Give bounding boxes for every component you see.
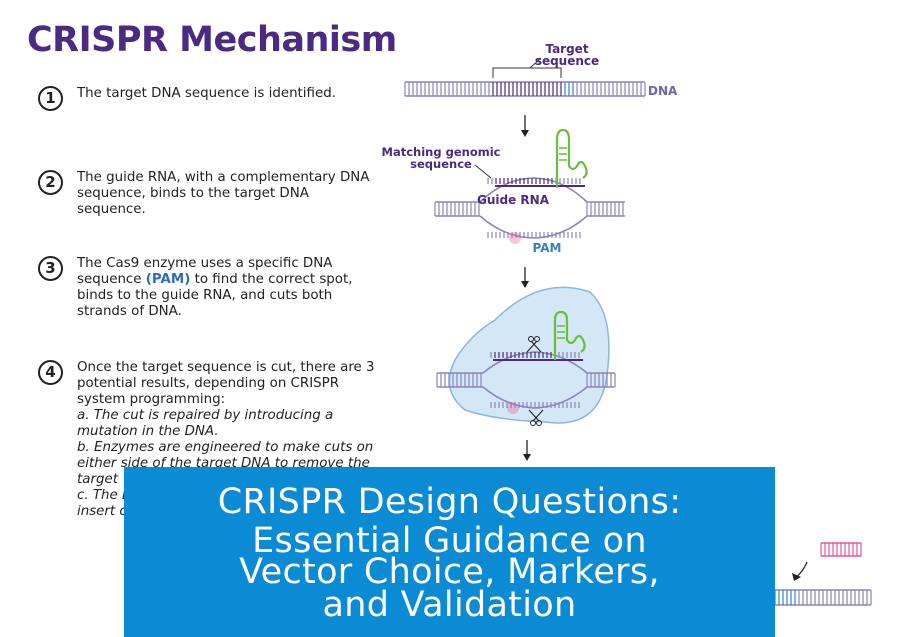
cas9-panel	[436, 286, 616, 426]
step-number: 2	[38, 170, 63, 195]
arrow-2	[521, 267, 529, 288]
step-text: The Cas9 enzyme uses a specific DNA sequ…	[77, 256, 377, 320]
insert-panel-partial	[774, 542, 872, 606]
crispr-diagram: Target sequence DNA Matching genomic seq…	[382, 42, 872, 606]
step-intro: Once the target sequence is cut, there a…	[77, 360, 375, 407]
banner-line: and Validation	[322, 585, 577, 625]
step-number: 1	[38, 86, 63, 111]
step-number: 4	[38, 360, 63, 385]
step-text: Once the target sequence is cut, there a…	[77, 360, 377, 520]
target-label-line2: sequence	[535, 54, 599, 68]
insert-dna-fragment	[820, 542, 862, 557]
dna-bubble	[434, 177, 625, 244]
dna-helix	[404, 81, 646, 97]
arrow-3	[523, 440, 531, 461]
option-a: a. The cut is repaired by introducing a …	[77, 408, 334, 439]
title-banner: CRISPR Design Questions: Essential Guida…	[124, 467, 775, 637]
dna-helix-bottom	[774, 589, 872, 606]
target-bracket-right	[493, 67, 562, 78]
step-text-part: The Cas9 enzyme uses a specific DNA sequ…	[77, 256, 333, 287]
banner-line: Vector Choice, Markers,	[239, 552, 660, 592]
guide-rna-label: Guide RNA	[477, 193, 550, 207]
matching-label-line2: sequence	[410, 157, 472, 171]
matching-label-line1: Matching genomic	[382, 145, 501, 159]
pam-label: PAM	[533, 241, 562, 255]
scissors-icon	[526, 336, 542, 353]
banner-title: CRISPR Design Questions: Essential Guida…	[124, 485, 775, 623]
dna-panel: Target sequence DNA	[404, 42, 678, 98]
pam-highlight: (PAM)	[145, 272, 191, 287]
page-title: CRISPR Mechanism	[27, 20, 397, 60]
cas9-enzyme	[448, 286, 610, 424]
step-text-part: to find the correct spot, binds to the g…	[77, 272, 353, 319]
guide-rna-hairpin-icon	[555, 128, 588, 188]
banner-line: Essential Guidance on	[252, 521, 647, 561]
step-text: The target DNA sequence is identified.	[77, 86, 336, 101]
cas9-rna-hairpin-icon	[553, 310, 586, 360]
dna-label: DNA	[648, 84, 678, 98]
dna-bubble-cut	[436, 351, 616, 414]
option-c: c. The D	[77, 488, 133, 503]
target-label-line1: Target	[545, 42, 588, 56]
step-text: The guide RNA, with a complementary DNA …	[77, 170, 370, 217]
matching-pointer	[474, 164, 492, 179]
guide-rna-panel: Matching genomic sequence Guide RNA PAM	[382, 128, 625, 255]
option-c-cont: insert o	[77, 504, 128, 519]
scissors-icon	[528, 409, 544, 426]
arrow-1	[521, 115, 529, 137]
step-number: 3	[38, 256, 63, 281]
banner-line: CRISPR Design Questions:	[217, 482, 682, 522]
insert-arrowhead	[792, 573, 801, 581]
